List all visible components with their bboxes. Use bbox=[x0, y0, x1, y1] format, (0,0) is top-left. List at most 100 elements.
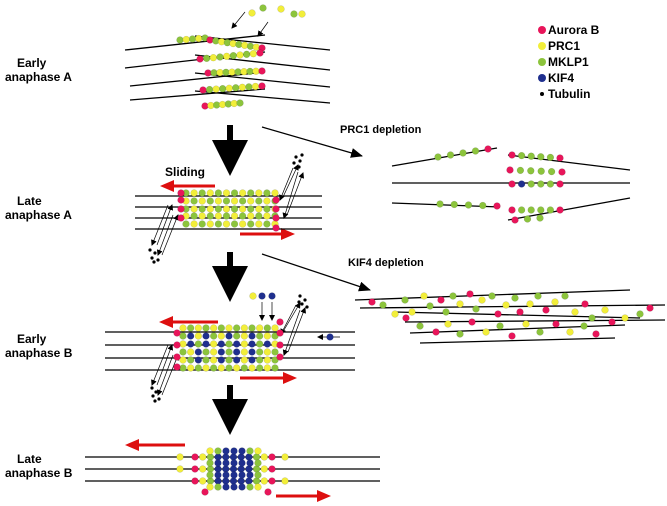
legend-label-prc1: PRC1 bbox=[548, 39, 580, 53]
mklp1-marker bbox=[546, 206, 555, 214]
mklp1-marker bbox=[517, 152, 526, 160]
prc1-marker bbox=[271, 324, 279, 332]
kif4-marker bbox=[233, 340, 241, 348]
prc1-marker bbox=[214, 197, 222, 205]
prc1-marker bbox=[247, 197, 255, 205]
aurora-b-marker bbox=[268, 465, 276, 473]
kif4-marker bbox=[238, 459, 246, 467]
kif4-marker bbox=[246, 459, 254, 467]
mklp1-marker bbox=[239, 212, 247, 220]
prc1-marker bbox=[444, 320, 452, 328]
aurora-b-marker bbox=[276, 329, 284, 337]
mklp1-marker bbox=[436, 200, 444, 208]
prc1-marker bbox=[223, 52, 231, 60]
prc1-marker bbox=[281, 477, 289, 485]
mklp1-marker bbox=[426, 302, 434, 310]
aurora-b-marker bbox=[508, 206, 516, 214]
mklp1-marker bbox=[222, 212, 231, 220]
aurora-b-marker bbox=[494, 310, 502, 318]
prc1-marker bbox=[551, 298, 559, 306]
kif4-marker bbox=[217, 348, 225, 356]
prc1-marker bbox=[522, 320, 530, 328]
mklp1-marker bbox=[263, 324, 271, 332]
mklp1-marker bbox=[202, 348, 210, 356]
prc1-marker bbox=[239, 220, 247, 228]
mklp1-marker bbox=[546, 180, 555, 188]
kif4-marker bbox=[245, 465, 253, 473]
kif4-marker bbox=[230, 447, 238, 455]
prc1-marker bbox=[240, 68, 248, 76]
kif4-depletion-arrow bbox=[261, 253, 371, 292]
aurora-b-marker bbox=[466, 290, 474, 298]
kif4-marker bbox=[222, 459, 230, 467]
mklp1-marker bbox=[194, 364, 202, 372]
tubulin-marker bbox=[300, 153, 304, 157]
prc1-marker bbox=[263, 332, 271, 340]
prc1-marker bbox=[217, 364, 225, 372]
mklp1-marker bbox=[222, 197, 231, 205]
prc1-marker bbox=[255, 205, 263, 213]
prc1-marker bbox=[240, 348, 248, 356]
tubulin-marker bbox=[148, 248, 152, 252]
kif4-marker bbox=[222, 465, 230, 473]
mklp1-marker bbox=[246, 67, 254, 76]
mklp1-marker bbox=[203, 54, 211, 62]
prc1-marker bbox=[240, 332, 248, 340]
kif4-marker bbox=[214, 453, 222, 461]
mklp1-marker bbox=[255, 212, 263, 220]
mklp1-marker bbox=[523, 215, 532, 223]
stage-label-late-anaphase-b: Late anaphase B bbox=[5, 452, 73, 480]
prc1-marker bbox=[254, 447, 262, 455]
mklp1-marker bbox=[205, 85, 214, 94]
prc1-marker bbox=[230, 197, 239, 205]
mklp1-marker bbox=[245, 83, 253, 91]
aurora-b-marker bbox=[201, 488, 209, 496]
aurora-b-marker bbox=[556, 180, 564, 188]
mklp1-marker bbox=[259, 4, 267, 12]
aurora-b-marker bbox=[191, 453, 199, 461]
mklp1-marker bbox=[416, 322, 424, 330]
tubulin-marker bbox=[294, 155, 298, 159]
tubulin-marker bbox=[150, 386, 154, 390]
kif4-marker bbox=[229, 477, 238, 485]
mklp1-marker bbox=[206, 465, 215, 473]
aurora-b-marker bbox=[191, 477, 199, 485]
aurora-b-marker bbox=[196, 55, 204, 63]
mklp1-marker bbox=[446, 151, 455, 159]
tubulin-marker bbox=[153, 399, 157, 403]
kif4-marker bbox=[222, 477, 230, 485]
mklp1-marker bbox=[537, 206, 545, 214]
prc1-marker bbox=[222, 189, 231, 197]
prc1-marker bbox=[254, 483, 262, 491]
mklp1-marker bbox=[588, 314, 596, 322]
mklp1-marker bbox=[536, 328, 544, 336]
mklp1-marker bbox=[222, 68, 230, 76]
tubulin-marker bbox=[297, 300, 301, 304]
kif4-marker bbox=[217, 340, 225, 348]
prc1-marker bbox=[255, 189, 263, 197]
mklp1-marker bbox=[248, 324, 256, 332]
mklp1-marker bbox=[206, 477, 215, 485]
aurora-b-marker bbox=[556, 154, 564, 162]
mklp1-marker bbox=[459, 149, 467, 157]
kif4-marker bbox=[248, 340, 256, 348]
kif4-marker bbox=[248, 332, 256, 340]
prc1-marker bbox=[238, 83, 246, 91]
mklp1-marker bbox=[547, 168, 556, 176]
prc1-marker bbox=[502, 301, 510, 309]
legend-swatch-prc1 bbox=[538, 42, 546, 50]
prc1-marker bbox=[236, 51, 244, 59]
prc1-marker bbox=[190, 205, 198, 213]
kif4-marker bbox=[222, 447, 230, 455]
prc1-marker bbox=[252, 67, 260, 75]
aurora-b-marker bbox=[432, 328, 440, 336]
legend-label-aurora-b: Aurora B bbox=[548, 23, 600, 37]
aurora-b-marker bbox=[173, 329, 181, 337]
mklp1-marker bbox=[230, 205, 239, 213]
prc1-marker bbox=[210, 340, 218, 348]
mklp1-marker bbox=[206, 212, 214, 220]
mklp1-marker bbox=[206, 453, 215, 461]
mklp1-marker bbox=[456, 330, 464, 338]
aurora-b-marker bbox=[437, 296, 445, 304]
kif4-marker bbox=[214, 471, 222, 479]
